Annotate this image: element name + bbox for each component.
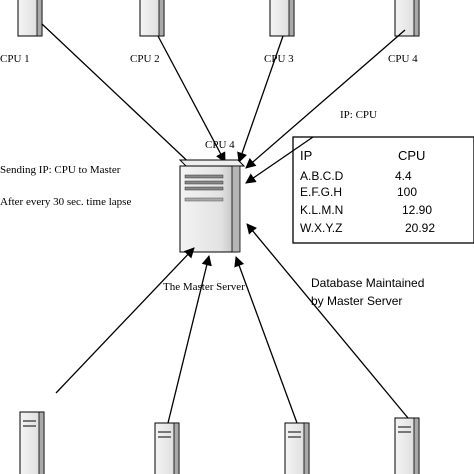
cpu2-label: CPU 2	[130, 53, 160, 65]
database-table: IP CPU A.B.C.D 4.4 E.F.G.H 100 K.L.M.N 1…	[292, 136, 474, 244]
interval-note: After every 30 sec. time lapse	[0, 196, 131, 208]
bottom-client-2-computer-icon	[154, 422, 180, 474]
edge-cpu4-to-server	[245, 29, 406, 169]
cpu1-label: CPU 1	[0, 53, 30, 65]
database-table-border	[292, 136, 474, 244]
database-row-ip: W.X.Y.Z	[300, 221, 342, 235]
edge-bottom-client-1-to-server	[55, 247, 195, 394]
database-caption-line2: by Master Server	[311, 294, 402, 308]
cpu1-computer-icon	[17, 0, 43, 37]
database-caption-line1: Database Maintained	[311, 276, 424, 290]
edge-cpu2-to-server	[157, 35, 226, 163]
ip-cpu-note: IP: CPU	[340, 109, 377, 121]
master-server-label: The Master Server	[163, 281, 245, 293]
server-top-label: CPU 4	[205, 139, 235, 151]
database-row-ip: A.B.C.D	[300, 169, 344, 183]
cpu3-label: CPU 3	[264, 53, 294, 65]
cpu3-computer-icon	[269, 0, 295, 37]
cpu4-computer-icon	[394, 0, 420, 37]
master-server-icon	[178, 159, 246, 253]
edge-bottom-client-2-to-server	[167, 254, 212, 424]
database-row-ip: K.L.M.N	[300, 203, 343, 217]
bottom-client-3-computer-icon	[284, 422, 310, 474]
edge-cpu1-to-server	[41, 23, 198, 171]
database-header-cpu: CPU	[398, 148, 425, 163]
database-row-cpu: 20.92	[405, 221, 435, 235]
edge-database-to-server	[245, 136, 314, 184]
cpu2-computer-icon	[139, 0, 165, 37]
cpu4-label: CPU 4	[388, 53, 418, 65]
database-header-ip: IP	[300, 148, 312, 163]
edge-bottom-client-3-to-server	[234, 256, 298, 424]
edge-bottom-client-4-to-server	[246, 223, 409, 419]
sending-ip-note: Sending IP: CPU to Master	[0, 164, 121, 176]
database-row-cpu: 12.90	[402, 203, 432, 217]
bottom-client-4-computer-icon	[394, 417, 420, 474]
bottom-client-1-computer-icon	[19, 411, 45, 474]
database-row-cpu: 100	[397, 185, 417, 199]
edge-cpu3-to-server	[237, 35, 284, 163]
database-row-ip: E.F.G.H	[300, 185, 342, 199]
database-row-cpu: 4.4	[395, 169, 412, 183]
